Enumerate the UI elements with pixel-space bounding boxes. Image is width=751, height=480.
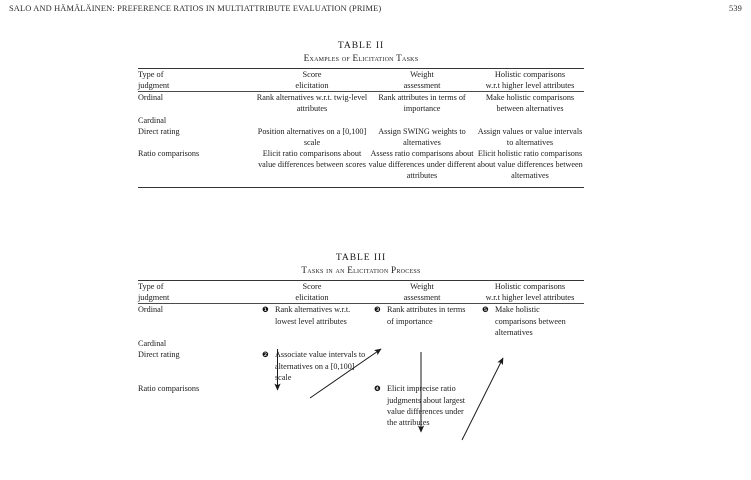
table-2-block: TABLE II Examples of Elicitation Tasks T…: [138, 40, 584, 188]
cell-holistic: [476, 349, 584, 383]
page-number: 539: [728, 4, 742, 13]
cell-score: [256, 338, 368, 349]
table-3-header-rule: [138, 303, 584, 305]
task-item-3: ❸ Rank attributes in terms of importance: [374, 305, 466, 326]
table-3-top-rule: [138, 280, 584, 281]
table-2-top-rule: [138, 68, 584, 69]
task-marker-4: ❹: [374, 384, 381, 394]
table-2-header-row: Type of judgment Score elicitation Weigh…: [138, 69, 584, 91]
table-3-subcaption: Tasks in an Elicitation Process: [301, 265, 421, 275]
table-3-header-row: Type of judgment Score elicitation Weigh…: [138, 281, 584, 303]
table-row: Ratio comparisons Elicit ratio compariso…: [138, 148, 584, 181]
table-3-body: Ordinal ❶ Rank alternatives w.r.t. lowes…: [138, 304, 584, 428]
task-marker-3: ❸: [374, 305, 381, 315]
cell-holistic: [476, 383, 584, 428]
running-head-title: SALO AND HÄMÄLÄINEN: PREFERENCE RATIOS I…: [9, 4, 382, 13]
task-item-1: ❶ Rank alternatives w.r.t. lowest level …: [262, 305, 351, 326]
row-label: Ordinal: [138, 93, 164, 103]
cell-weight: [368, 338, 476, 349]
cell-weight: Assess ratio comparisons about value dif…: [368, 148, 476, 180]
row-label: Cardinal: [138, 339, 167, 349]
running-head: SALO AND HÄMÄLÄINEN: PREFERENCE RATIOS I…: [9, 4, 742, 18]
table-2-subcaption: Examples of Elicitation Tasks: [303, 53, 419, 63]
cell-holistic: [476, 338, 584, 349]
cell-weight: [368, 115, 476, 126]
cell-weight: Rank attributes in terms of importance: [378, 93, 466, 114]
cell-holistic: Elicit holistic ratio comparisons about …: [477, 148, 583, 180]
cell-holistic: Make holistic comparisons between altern…: [485, 93, 575, 114]
table-3-caption: TABLE III: [335, 252, 387, 263]
cell-score: [256, 383, 368, 428]
task-marker-5: ❺: [482, 305, 489, 315]
table-row: Cardinal: [138, 338, 584, 349]
table-row: Direct rating Position alternatives on a…: [138, 126, 584, 148]
task-marker-2: ❷: [262, 350, 269, 360]
table-3-col-weight: Weight assessment: [403, 282, 441, 303]
cell-score: ❶ Rank alternatives w.r.t. lowest level …: [256, 304, 368, 338]
table-2-col-holistic: Holistic comparisons w.r.t higher level …: [485, 70, 575, 91]
table-2-col-judgment: Type of judgment: [138, 70, 170, 91]
table-3-col-judgment: Type of judgment: [138, 282, 170, 303]
table-2-caption: TABLE II: [337, 40, 385, 51]
table-3-col-holistic: Holistic comparisons w.r.t higher level …: [485, 282, 575, 303]
cell-weight: Assign SWING weights to alternatives: [378, 126, 466, 147]
table-row: Ratio comparisons ❹ Elicit imprecise rat…: [138, 383, 584, 428]
row-label: Direct rating: [138, 350, 180, 360]
cell-score: Elicit ratio comparisons about value dif…: [258, 148, 366, 169]
cell-holistic: Assign values or value intervals to alte…: [477, 126, 583, 147]
table-row: Ordinal ❶ Rank alternatives w.r.t. lowes…: [138, 304, 584, 338]
cell-score: Rank alternatives w.r.t. twig-level attr…: [256, 93, 368, 114]
table-row: Ordinal Rank alternatives w.r.t. twig-le…: [138, 92, 584, 114]
table-2-col-score: Score elicitation: [295, 70, 329, 91]
cell-score: [256, 115, 368, 126]
table-2-body: Ordinal Rank alternatives w.r.t. twig-le…: [138, 92, 584, 187]
table-2-col-weight: Weight assessment: [403, 70, 441, 91]
table-2: Type of judgment Score elicitation Weigh…: [138, 69, 584, 91]
table-row: Cardinal: [138, 115, 584, 126]
table-3-col-score: Score elicitation: [295, 282, 329, 303]
row-label: Ratio comparisons: [138, 148, 200, 158]
task-item-4: ❹ Elicit imprecise ratio judgments about…: [374, 384, 466, 428]
task-item-2: ❷ Associate value intervals to alternati…: [262, 350, 366, 382]
cell-weight: ❸ Rank attributes in terms of importance: [368, 304, 476, 338]
table-3: Type of judgment Score elicitation Weigh…: [138, 281, 584, 303]
task-item-5: ❺ Make holistic comparisons between alte…: [482, 305, 566, 337]
cell-holistic: [476, 115, 584, 126]
row-label: Cardinal: [138, 115, 167, 125]
row-label: Ratio comparisons: [138, 384, 200, 394]
table-2-header-rule: [138, 91, 584, 93]
cell-weight: [368, 349, 476, 383]
cell-score: Position alternatives on a [0,100] scale: [257, 126, 367, 147]
cell-holistic: ❺ Make holistic comparisons between alte…: [476, 304, 584, 338]
table-3-block: TABLE III Tasks in an Elicitation Proces…: [138, 252, 584, 429]
task-marker-1: ❶: [262, 305, 269, 315]
row-label: Direct rating: [138, 126, 180, 136]
cell-score: ❷ Associate value intervals to alternati…: [256, 349, 368, 383]
table-2-bottom-rule: [138, 186, 584, 188]
table-row: Direct rating ❷ Associate value interval…: [138, 349, 584, 383]
row-label: Ordinal: [138, 305, 164, 315]
cell-weight: ❹ Elicit imprecise ratio judgments about…: [368, 383, 476, 428]
